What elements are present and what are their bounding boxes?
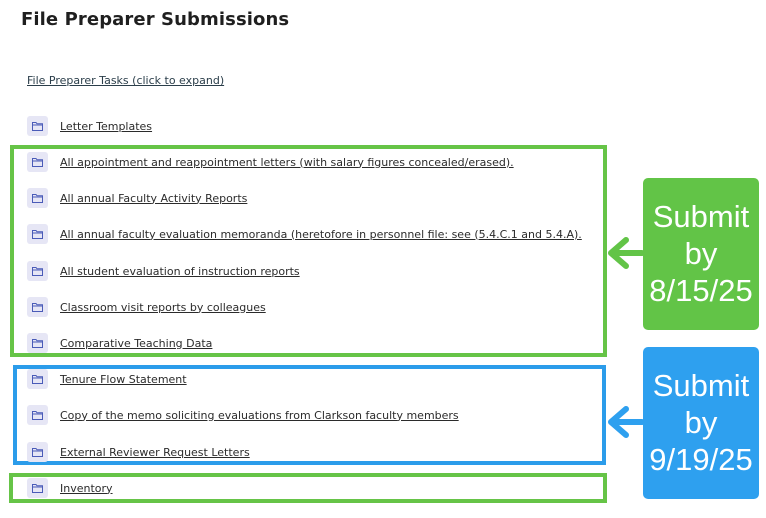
item-label[interactable]: Tenure Flow Statement: [60, 372, 187, 386]
submit-by-badge-blue: Submit by 9/19/25: [643, 347, 759, 499]
list-item-evaluation-memoranda[interactable]: All annual faculty evaluation memoranda …: [27, 224, 582, 244]
badge-date: 9/19/25: [649, 442, 753, 477]
arrow-left-icon: [608, 406, 644, 438]
group-box-green-inventory: [9, 473, 607, 503]
folder-icon: [27, 116, 48, 136]
submit-by-badge-green: Submit by 8/15/25: [643, 178, 759, 330]
item-label[interactable]: Comparative Teaching Data: [60, 336, 213, 350]
page-title: File Preparer Submissions: [21, 9, 290, 30]
folder-icon: [27, 478, 48, 498]
list-item-inventory[interactable]: Inventory: [27, 478, 113, 498]
list-item-faculty-activity-reports[interactable]: All annual Faculty Activity Reports: [27, 188, 247, 208]
arrow-left-icon: [608, 237, 644, 269]
folder-icon: [27, 261, 48, 281]
folder-icon: [27, 224, 48, 244]
badge-line: by: [684, 405, 718, 440]
folder-icon: [27, 188, 48, 208]
badge-line: Submit: [652, 199, 750, 234]
item-label[interactable]: All annual Faculty Activity Reports: [60, 191, 248, 205]
file-preparer-tasks-link[interactable]: File Preparer Tasks (click to expand): [27, 74, 225, 87]
item-label[interactable]: All annual faculty evaluation memoranda …: [60, 227, 582, 241]
list-item-letter-templates[interactable]: Letter Templates: [27, 116, 152, 136]
badge-line: Submit: [652, 368, 750, 403]
folder-icon: [27, 297, 48, 317]
list-item-comparative-teaching-data[interactable]: Comparative Teaching Data: [27, 333, 212, 353]
item-label[interactable]: External Reviewer Request Letters: [60, 445, 250, 459]
item-label[interactable]: All student evaluation of instruction re…: [60, 264, 300, 278]
list-item-classroom-visit-reports[interactable]: Classroom visit reports by colleagues: [27, 297, 266, 317]
folder-icon: [27, 442, 48, 462]
folder-icon: [27, 369, 48, 389]
folder-icon: [27, 405, 48, 425]
folder-icon: [27, 152, 48, 172]
folder-icon: [27, 333, 48, 353]
list-item-external-reviewer-letters[interactable]: External Reviewer Request Letters: [27, 442, 250, 462]
item-label[interactable]: Inventory: [60, 481, 113, 495]
item-label[interactable]: Classroom visit reports by colleagues: [60, 300, 266, 314]
list-item-memo-soliciting-evaluations[interactable]: Copy of the memo soliciting evaluations …: [27, 405, 459, 425]
group-box-blue: [13, 365, 606, 465]
list-item-tenure-flow-statement[interactable]: Tenure Flow Statement: [27, 369, 187, 389]
item-label[interactable]: All appointment and reappointment letter…: [60, 155, 514, 169]
group-box-green: [10, 145, 607, 357]
badge-line: by: [684, 236, 718, 271]
item-label[interactable]: Copy of the memo soliciting evaluations …: [60, 408, 459, 422]
item-label[interactable]: Letter Templates: [60, 119, 153, 133]
badge-date: 8/15/25: [649, 273, 753, 308]
list-item-appointment-letters[interactable]: All appointment and reappointment letter…: [27, 152, 514, 172]
list-item-student-evaluation-reports[interactable]: All student evaluation of instruction re…: [27, 261, 300, 281]
